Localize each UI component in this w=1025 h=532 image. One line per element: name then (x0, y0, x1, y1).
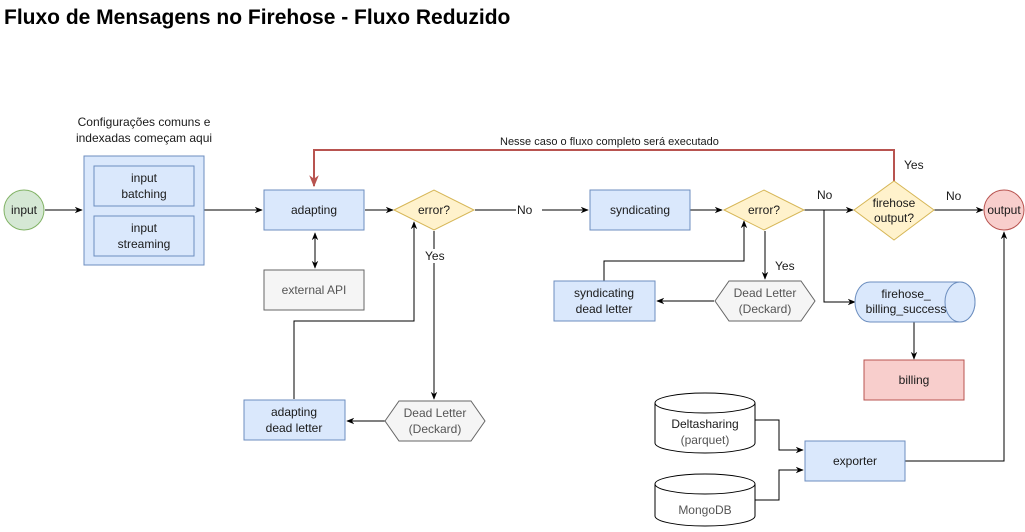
svg-text:MongoDB: MongoDB (678, 503, 731, 517)
svg-text:Deltasharing: Deltasharing (671, 417, 738, 431)
error2-yes-label: Yes (775, 259, 795, 273)
edge-mongodb-to-exporter (755, 466, 804, 501)
svg-text:batching: batching (121, 187, 166, 201)
svg-text:firehose: firehose (873, 196, 916, 210)
edge-syndicating-dl-to-error2 (603, 220, 748, 281)
svg-text:(parquet): (parquet) (681, 433, 730, 447)
error1-yes-label: Yes (425, 249, 445, 263)
svg-text:(Deckard): (Deckard) (739, 302, 792, 316)
error1-no-label: No (517, 203, 533, 217)
syndicating-dead-letter-node[interactable]: syndicating dead letter (553, 280, 656, 322)
svg-text:adapting: adapting (291, 203, 337, 217)
svg-text:firehose_: firehose_ (881, 287, 931, 301)
firehose-output-no-label: No (946, 189, 962, 203)
dead-letter-deckard-2[interactable]: Dead Letter (Deckard) (714, 280, 816, 322)
edge-adapting-dl-to-error1 (293, 221, 418, 399)
svg-text:billing_success: billing_success (866, 302, 947, 316)
edge-exporter-to-output (905, 231, 1008, 462)
input-node[interactable]: input (3, 189, 45, 231)
error2-decision[interactable]: error? (722, 189, 806, 231)
svg-text:dead letter: dead letter (266, 421, 323, 435)
svg-text:error?: error? (748, 203, 780, 217)
deltasharing-database[interactable]: Deltasharing (parquet) (654, 392, 756, 454)
svg-text:billing: billing (899, 373, 930, 387)
error2-no-label: No (817, 188, 833, 202)
svg-text:input: input (131, 221, 158, 235)
input-group[interactable]: input batching input streaming (83, 155, 205, 266)
firehose-output-yes-label: Yes (904, 158, 924, 172)
svg-text:syndicating: syndicating (610, 203, 670, 217)
svg-text:adapting: adapting (271, 405, 317, 419)
edge-firehose-output-yes-loop (309, 149, 895, 188)
error1-decision[interactable]: error? (392, 189, 476, 231)
external-api-node[interactable]: external API (263, 269, 365, 311)
adapting-dead-letter-node[interactable]: adapting dead letter (243, 399, 346, 441)
config-note-line1: Configurações comuns e (78, 115, 211, 129)
firehose-output-decision[interactable]: firehose output? (853, 180, 935, 241)
svg-text:input: input (11, 203, 38, 217)
yes-label-bg (424, 249, 446, 263)
loop-note-label: Nesse caso o fluxo completo será executa… (500, 136, 719, 148)
svg-text:external API: external API (282, 283, 347, 297)
config-note-line2: indexadas começam aqui (76, 131, 212, 145)
edge-deltasharing-to-exporter (755, 419, 804, 454)
svg-text:output: output (987, 203, 1021, 217)
input-batching-node[interactable]: input batching (93, 165, 195, 207)
adapting-node[interactable]: adapting (263, 189, 365, 231)
diagram-title: Fluxo de Mensagens no Firehose - Fluxo R… (4, 6, 511, 29)
no-label-bg (516, 203, 532, 217)
svg-text:error?: error? (418, 203, 450, 217)
dead-letter-deckard-1[interactable]: Dead Letter (Deckard) (384, 400, 486, 442)
svg-text:(Deckard): (Deckard) (409, 422, 462, 436)
exporter-node[interactable]: exporter (804, 440, 906, 482)
edges (45, 149, 1008, 501)
edge-error2-to-billing-success (823, 210, 856, 306)
billing-node[interactable]: billing (863, 359, 965, 401)
svg-text:streaming: streaming (118, 237, 171, 251)
mongodb-database[interactable]: MongoDB (654, 473, 756, 527)
billing-success-queue[interactable]: firehose_ billing_success (854, 281, 976, 323)
output-node[interactable]: output (983, 189, 1025, 231)
svg-text:Dead Letter: Dead Letter (404, 406, 467, 420)
input-streaming-node[interactable]: input streaming (93, 215, 195, 257)
svg-text:Dead Letter: Dead Letter (734, 286, 797, 300)
svg-text:output?: output? (874, 211, 914, 225)
svg-text:exporter: exporter (833, 454, 877, 468)
svg-text:dead letter: dead letter (576, 302, 633, 316)
svg-text:input: input (131, 171, 158, 185)
svg-text:syndicating: syndicating (574, 286, 634, 300)
syndicating-node[interactable]: syndicating (589, 189, 691, 231)
